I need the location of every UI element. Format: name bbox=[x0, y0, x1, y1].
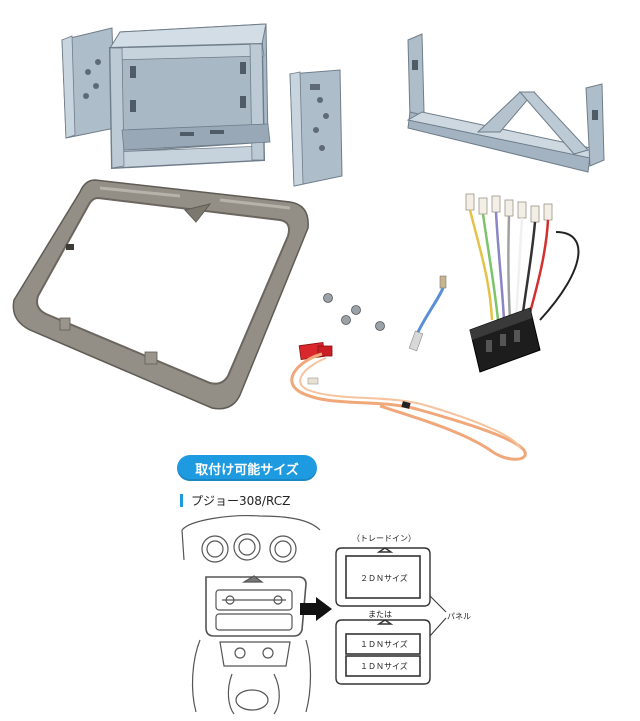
ground-wire bbox=[408, 275, 447, 352]
mounting-bracket bbox=[406, 33, 605, 173]
screws bbox=[323, 293, 385, 331]
or-label: または bbox=[368, 610, 392, 619]
dashboard-drawing bbox=[181, 515, 321, 715]
orange-cable bbox=[290, 341, 527, 461]
model-title: プジョー308/RCZ bbox=[180, 492, 290, 509]
size-1din-label-a: １ＤＮサイズ bbox=[360, 640, 408, 649]
face-panel bbox=[12, 179, 309, 410]
size-1din-label-b: １ＤＮサイズ bbox=[360, 662, 408, 671]
size-2din-label: ２ＤＮサイズ bbox=[360, 574, 408, 583]
model-name: プジョー308/RCZ bbox=[191, 494, 291, 508]
wiring-harness bbox=[465, 193, 580, 373]
accent-bar bbox=[180, 494, 183, 507]
tray-label: （トレードイン） bbox=[352, 534, 416, 543]
mounting-cage bbox=[61, 23, 343, 187]
section-badge: 取付け可能サイズ bbox=[177, 455, 317, 481]
panel-label: パネル bbox=[447, 612, 471, 621]
arrow-icon bbox=[300, 597, 332, 621]
size-diagram bbox=[335, 547, 447, 685]
